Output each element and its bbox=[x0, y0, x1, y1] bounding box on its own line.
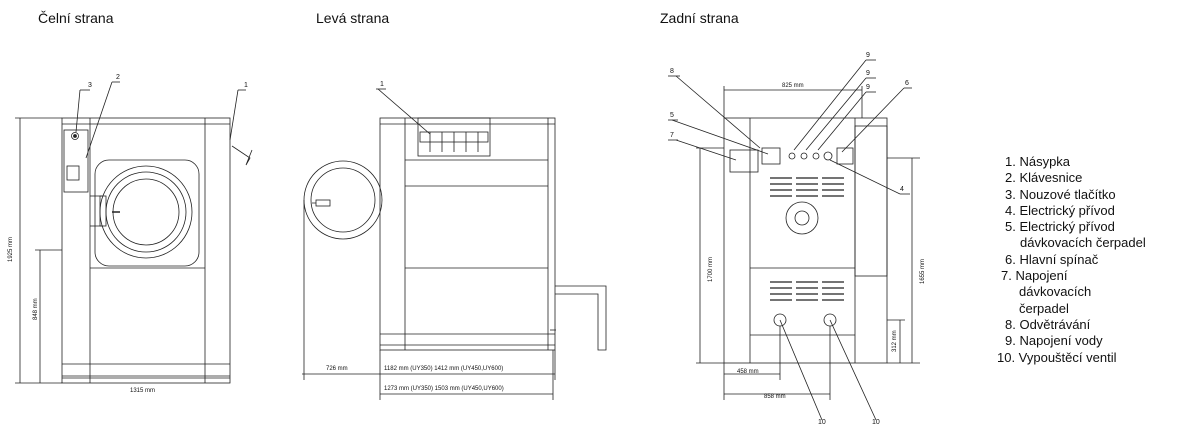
legend-item: 9. Napojení vody bbox=[1005, 333, 1103, 349]
title-back-view: Zadní strana bbox=[660, 10, 739, 26]
back-callout-10b: 10 bbox=[872, 419, 880, 426]
back-callout-8: 8 bbox=[670, 68, 674, 75]
left-depth-machine-label: 1182 mm (UY350) 1412 mm (UY450,UY600) bbox=[384, 366, 503, 372]
back-height-left-label: 1700 mm bbox=[708, 257, 714, 282]
legend-item: 2. Klávesnice bbox=[1005, 170, 1083, 186]
left-depth-total-label: 1273 mm (UY350) 1503 mm (UY450,UY600) bbox=[384, 386, 504, 392]
front-height-total-label: 1925 mm bbox=[8, 237, 14, 262]
left-frame bbox=[379, 117, 556, 351]
legend-item: 7. Napojení bbox=[1001, 268, 1068, 284]
back-drain-height-label: 312 mm bbox=[892, 330, 898, 352]
back-callout-9b: 9 bbox=[866, 70, 870, 77]
back-view-drawing bbox=[668, 59, 920, 421]
back-callout-4: 4 bbox=[900, 186, 904, 193]
legend-item: 10. Vypouštěcí ventil bbox=[997, 349, 1117, 365]
legend-item: dávkovacích čerpadel bbox=[1020, 235, 1146, 251]
back-callout-9c: 9 bbox=[866, 84, 870, 91]
left-view-drawing bbox=[302, 88, 607, 400]
front-frame bbox=[61, 117, 231, 384]
legend-item: 4. Electrický přívod bbox=[1005, 202, 1115, 218]
front-view-drawing bbox=[15, 81, 253, 384]
legend-item: 5. Electrický přívod bbox=[1005, 219, 1115, 235]
front-width-label: 1315 mm bbox=[130, 388, 155, 394]
back-callout-6: 6 bbox=[905, 80, 909, 87]
front-callout-2: 2 bbox=[116, 74, 120, 81]
front-callout-1: 1 bbox=[244, 82, 248, 89]
back-callout-10a: 10 bbox=[818, 419, 826, 426]
back-callout-9a: 9 bbox=[866, 52, 870, 59]
back-width-label: 825 mm bbox=[782, 83, 804, 89]
emergency-button bbox=[71, 132, 79, 140]
front-callout-3: 3 bbox=[88, 82, 92, 89]
legend-item: 6. Hlavní spínač bbox=[1005, 251, 1099, 267]
back-drain-2-label: 858 mm bbox=[764, 394, 786, 400]
back-motor bbox=[785, 201, 819, 235]
legend-item: 3. Nouzové tlačítko bbox=[1005, 186, 1116, 202]
back-frame bbox=[723, 117, 888, 364]
legend-item: 1. Násypka bbox=[1005, 154, 1071, 169]
legend: 1. Násypka 2. Klávesnice 3. Nouzové tlač… bbox=[982, 154, 1146, 366]
left-hopper bbox=[417, 117, 491, 157]
front-height-door-label: 848 mm bbox=[33, 298, 39, 320]
title-front-view: Čelní strana bbox=[38, 10, 114, 26]
left-door-swing-label: 726 mm bbox=[326, 366, 348, 372]
back-height-right-label: 1655 mm bbox=[920, 259, 926, 284]
back-callout-7: 7 bbox=[670, 132, 674, 139]
title-left-view: Levá strana bbox=[316, 10, 390, 26]
legend-item: čerpadel bbox=[1019, 300, 1069, 316]
back-drain-1-label: 458 mm bbox=[737, 369, 759, 375]
left-callout-1: 1 bbox=[380, 81, 384, 88]
back-callout-5: 5 bbox=[670, 112, 674, 119]
legend-item: 8. Odvětrávání bbox=[1005, 316, 1091, 332]
legend-item: dávkovacích bbox=[1019, 284, 1092, 300]
